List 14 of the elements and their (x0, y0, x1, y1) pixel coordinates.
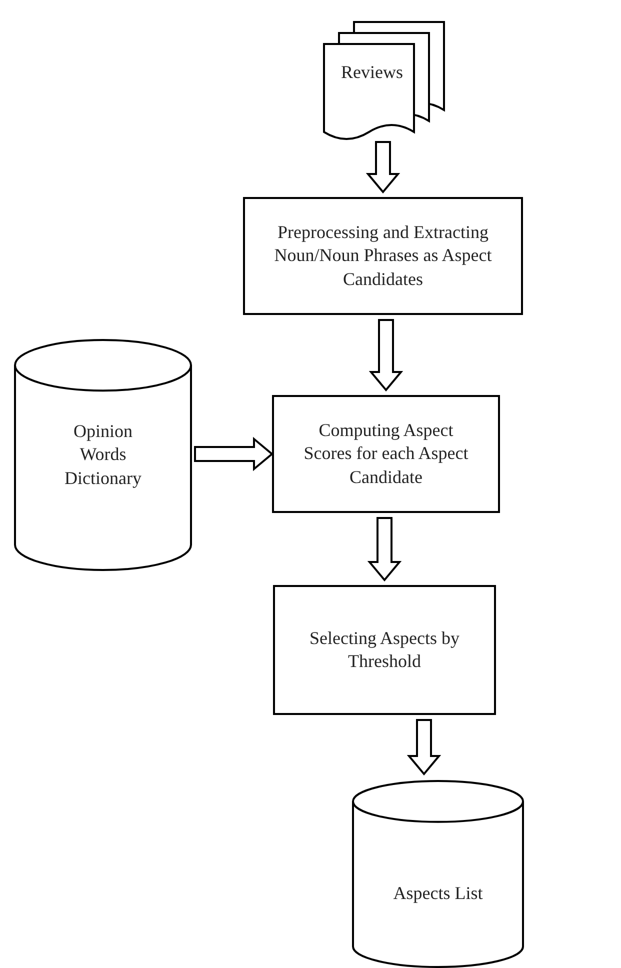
node-label: Computing Aspect Scores for each Aspect Candidate (302, 418, 470, 489)
block-arrow (194, 436, 274, 472)
process-box (272, 395, 500, 513)
node-label: Reviews (341, 61, 403, 84)
node-label: Selecting Aspects by Threshold (308, 626, 460, 673)
node-label: Opinion Words Dictionary (64, 420, 142, 490)
node-label: Aspects List (393, 882, 483, 906)
process-box (273, 585, 496, 715)
block-arrow (406, 719, 442, 776)
block-arrow (368, 319, 404, 392)
block-arrow (366, 141, 400, 194)
node-label: Preprocessing and Extracting Noun/Noun Phrases as Aspect Candidates (273, 220, 493, 291)
block-arrow (367, 517, 402, 582)
process-box (243, 197, 523, 315)
